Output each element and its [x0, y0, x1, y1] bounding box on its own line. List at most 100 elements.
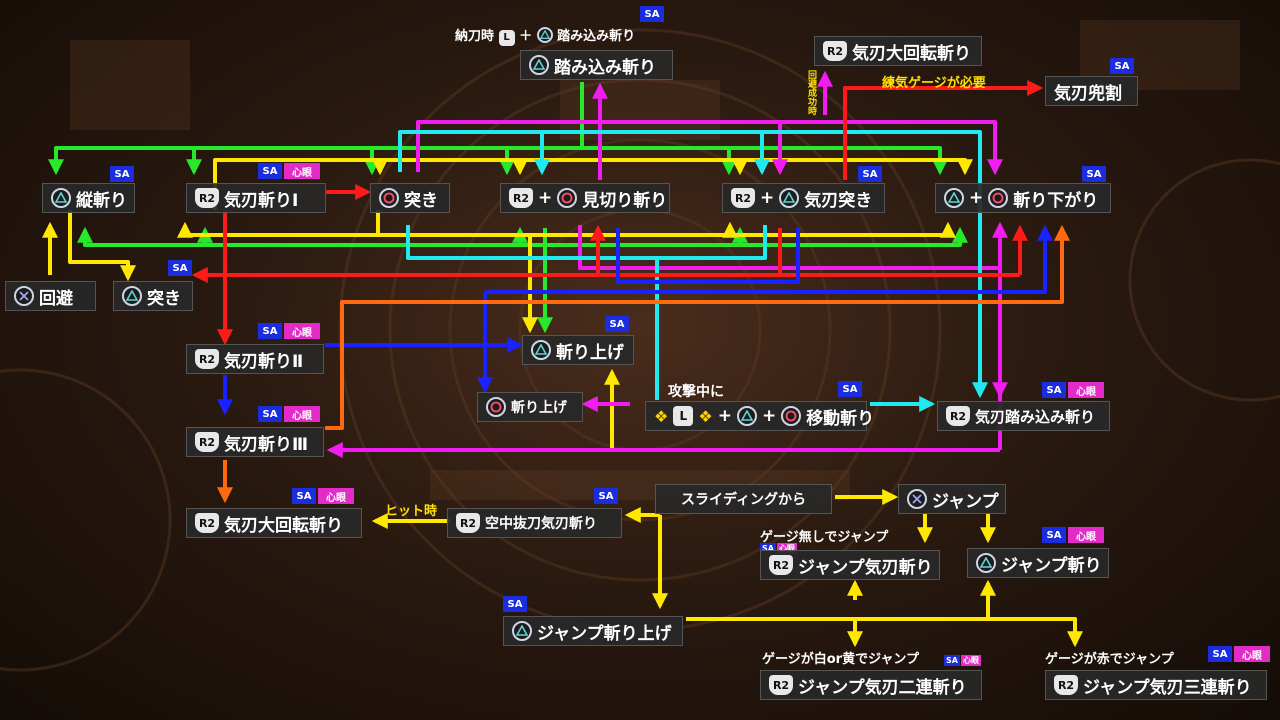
- node-label: 回避: [39, 288, 73, 309]
- plus-sign: +: [717, 406, 732, 426]
- plus-sign: +: [761, 406, 777, 426]
- node-label: 気刃斬りⅡ: [224, 351, 304, 372]
- node-jump-spirit-double: R2 ジャンプ気刃二連斬り: [760, 670, 982, 700]
- node-label: 斬り上げ: [511, 400, 567, 416]
- circle-icon: [379, 188, 399, 208]
- r2-icon: R2: [946, 406, 970, 426]
- triangle-icon: [529, 55, 549, 75]
- node-label: ジャンプ気刃三連斬り: [1083, 677, 1252, 698]
- node-jump: ジャンプ: [898, 484, 1006, 514]
- node-label: 突き: [147, 288, 181, 309]
- node-rising-slash-triangle: 斬り上げ: [522, 335, 634, 365]
- sa-badge: SA: [503, 596, 527, 612]
- node-label: 気刃大回転斬り: [224, 515, 343, 536]
- circle-icon: [781, 406, 802, 426]
- node-move-slash: ❖ L ❖ + + 移動斬り: [645, 401, 874, 431]
- node-label: 気刃斬りⅠ: [224, 190, 299, 211]
- node-jump-rising-slash: ジャンプ斬り上げ: [503, 616, 683, 646]
- arrow-blue-2: [485, 224, 1053, 294]
- arrow-magenta-lower: [578, 225, 1008, 399]
- triangle-icon: [51, 188, 71, 208]
- node-thrust-left: 突き: [113, 281, 193, 311]
- sa-badge: SA: [1082, 166, 1106, 182]
- plus-sign: +: [538, 188, 553, 208]
- circle-icon: [557, 188, 578, 208]
- label-evade-success: 回避成功時: [806, 70, 816, 115]
- node-step-slash: 踏み込み斬り: [520, 50, 673, 80]
- triangle-icon: [512, 621, 532, 641]
- node-label: 斬り上げ: [556, 342, 624, 363]
- node-downward-slash: + 斬り下がり: [935, 183, 1111, 213]
- triangle-icon: [779, 188, 800, 208]
- node-label: ジャンプ: [932, 491, 999, 512]
- node-spirit-blade-3: R2 気刃斬りⅢ: [186, 427, 324, 457]
- triangle-icon: [736, 406, 757, 426]
- r2-icon: R2: [195, 349, 219, 369]
- node-label: 空中抜刀気刃斬り: [485, 516, 597, 532]
- arrow-red-gauge: [843, 80, 1044, 180]
- sa-badge: SA: [1110, 58, 1134, 74]
- circle-icon: [486, 397, 506, 417]
- node-label: 気刃斬りⅢ: [224, 434, 309, 455]
- label-on-hit: ヒット時: [385, 504, 438, 519]
- label-during-attack: 攻撃中に: [668, 384, 724, 400]
- triangle-icon: [536, 27, 553, 43]
- circle-icon: [988, 188, 1009, 208]
- node-spirit-roundslash-top: R2 気刃大回転斬り: [814, 36, 982, 66]
- node-rising-slash-circle: 斬り上げ: [477, 392, 583, 422]
- sa-badge: SA: [838, 381, 862, 397]
- r2-icon: R2: [731, 188, 755, 208]
- node-label: 気刃兜割: [1054, 83, 1122, 104]
- node-label: ジャンプ気刃斬り: [798, 557, 933, 578]
- sa-badge: SA: [605, 316, 629, 332]
- plus-sign: +: [760, 188, 775, 208]
- node-label: 見切り斬り: [582, 190, 668, 211]
- node-label: 斬り下がり: [1013, 190, 1099, 211]
- arrow-orange-2: [325, 224, 1070, 430]
- arrow-cyan-lower: [406, 225, 659, 400]
- label-sheathe: 納刀時 L ＋ 踏み込み斬り: [455, 27, 636, 46]
- node-label: 縦斬り: [76, 190, 127, 211]
- label-jump-no-gauge: ゲージ無しでジャンプ: [760, 530, 889, 545]
- node-spirit-thrust: R2 + 気刃突き: [722, 183, 885, 213]
- arrow-magenta-top: [416, 120, 1003, 176]
- r2-icon: R2: [195, 188, 219, 208]
- node-label: 突き: [404, 190, 438, 211]
- label-gauge-required: 練気ゲージが必要: [882, 76, 986, 91]
- node-label: ジャンプ気刃二連斬り: [798, 677, 967, 698]
- spark-icon: ❖: [654, 406, 669, 426]
- node-from-sliding: スライディングから: [655, 484, 832, 514]
- spark-icon: ❖: [698, 406, 713, 426]
- node-jump-spirit-slash: R2 ジャンプ気刃斬り: [760, 550, 940, 580]
- cross-icon: [14, 286, 34, 306]
- sa-badge: SA: [594, 488, 618, 504]
- sa-badge: SA: [858, 166, 882, 182]
- sa-badge: SA: [640, 6, 664, 22]
- r2-icon: R2: [1054, 675, 1078, 695]
- node-jump-spirit-triple: R2 ジャンプ気刃三連斬り: [1045, 670, 1267, 700]
- label-jump-red: ゲージが赤でジャンプ: [1045, 652, 1174, 667]
- r2-icon: R2: [456, 513, 480, 533]
- arrow-yellow-lower: [376, 210, 956, 238]
- l-button-icon: L: [673, 406, 694, 426]
- r2-icon: R2: [769, 675, 793, 695]
- arrow-green-step: [48, 82, 584, 176]
- node-evade: 回避: [5, 281, 96, 311]
- node-foresight-slash: R2 + 見切り斬り: [500, 183, 670, 213]
- node-label: ジャンプ斬り上げ: [537, 623, 672, 644]
- node-spirit-step-slash: R2 気刃踏み込み斬り: [937, 401, 1110, 431]
- node-aerial-iai: R2 空中抜刀気刃斬り: [447, 508, 622, 538]
- node-spirit-helm-breaker: 気刃兜割: [1045, 76, 1138, 106]
- sa-badge: SA: [168, 260, 192, 276]
- triangle-icon: [976, 553, 996, 573]
- r2-icon: R2: [769, 555, 793, 575]
- cross-icon: [907, 489, 927, 509]
